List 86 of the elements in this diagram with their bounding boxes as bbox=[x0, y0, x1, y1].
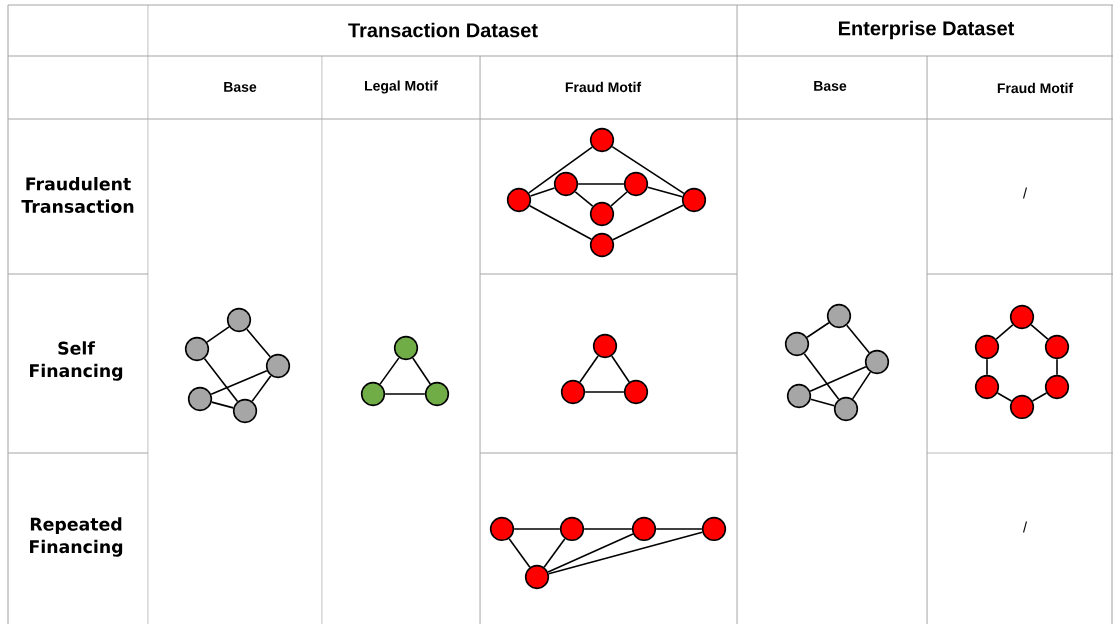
graph-edge bbox=[203, 357, 239, 403]
graph-edge bbox=[528, 205, 593, 240]
graph-edge bbox=[508, 538, 531, 568]
graph-edge bbox=[995, 324, 1014, 340]
column-header: Base bbox=[224, 82, 257, 92]
graph-vertex bbox=[681, 187, 707, 213]
column-header: Transaction Dataset bbox=[348, 22, 538, 38]
graph-vertex bbox=[589, 127, 615, 153]
graph-edge bbox=[1030, 324, 1049, 340]
graph-edge bbox=[547, 531, 704, 575]
graph-vertex bbox=[623, 171, 649, 197]
graph-edge bbox=[1056, 358, 1058, 376]
graph-vertex bbox=[506, 187, 532, 213]
column-header: Enterprise Dataset bbox=[838, 20, 1015, 40]
graph-vertex bbox=[524, 564, 550, 590]
graph-edge bbox=[809, 398, 836, 407]
graph-vertex bbox=[864, 349, 890, 375]
row-header: Self Financing bbox=[30, 341, 123, 381]
graph-vertex bbox=[592, 333, 618, 359]
graph-edge bbox=[845, 324, 871, 354]
graph-edge bbox=[1031, 392, 1048, 402]
graph-vertex bbox=[784, 331, 810, 357]
graph-edge bbox=[210, 369, 268, 396]
graph-edge bbox=[996, 392, 1013, 402]
graph-edge bbox=[610, 191, 628, 207]
graph-edge bbox=[513, 528, 561, 530]
graph-vertex bbox=[701, 516, 727, 542]
graph-vertex bbox=[489, 516, 515, 542]
row-header: Fraudulent Transaction bbox=[21, 177, 134, 213]
graph-edge bbox=[611, 145, 685, 195]
graph-vertex bbox=[265, 353, 291, 379]
graph-edge bbox=[412, 357, 432, 385]
graph-edge bbox=[379, 357, 400, 385]
cell-text: / bbox=[1022, 521, 1028, 533]
graph-edge bbox=[206, 326, 230, 343]
graph-edge bbox=[803, 352, 840, 401]
graph-vertex bbox=[424, 381, 450, 407]
graph-edge bbox=[646, 186, 684, 198]
graph-vertex bbox=[360, 381, 386, 407]
graph-edge bbox=[986, 358, 988, 376]
graph-edge bbox=[577, 183, 625, 185]
graph-vertex bbox=[1009, 394, 1035, 420]
column-header: Fraud Motif bbox=[997, 82, 1074, 94]
graph-vertex bbox=[786, 383, 812, 409]
graph-vertex bbox=[833, 396, 859, 422]
graph-vertex bbox=[232, 398, 258, 424]
graph-edge bbox=[574, 190, 594, 208]
graph-edge bbox=[655, 528, 703, 530]
graph-edge bbox=[809, 366, 867, 392]
graph-vertex bbox=[974, 334, 1000, 360]
column-header: Legal Motif bbox=[365, 80, 438, 94]
graph-edge bbox=[584, 391, 625, 393]
graph-vertex bbox=[623, 379, 649, 405]
graph-vertex bbox=[1044, 334, 1070, 360]
graph-vertex bbox=[184, 336, 210, 362]
graph-vertex bbox=[589, 232, 615, 258]
graph-edge bbox=[579, 355, 599, 383]
graph-edge bbox=[583, 528, 633, 530]
graph-vertex bbox=[187, 386, 213, 412]
graph-vertex bbox=[631, 516, 657, 542]
graph-vertex bbox=[589, 201, 615, 227]
graph-edge bbox=[384, 393, 426, 395]
cell-text: / bbox=[1022, 187, 1028, 199]
graph-vertex bbox=[1009, 304, 1035, 330]
graph-edge bbox=[528, 146, 593, 194]
row-header: Repeated Financing bbox=[30, 517, 123, 557]
column-header: Base bbox=[814, 81, 847, 91]
graph-edge bbox=[806, 321, 830, 339]
graph-vertex bbox=[553, 171, 579, 197]
graph-edge bbox=[251, 374, 272, 402]
graph-vertex bbox=[1044, 374, 1070, 400]
graph-edge bbox=[851, 371, 872, 400]
graph-vertex bbox=[559, 516, 585, 542]
graph-edge bbox=[543, 538, 566, 568]
graph-vertex bbox=[560, 379, 586, 405]
graph-edge bbox=[246, 328, 271, 358]
graph-edge bbox=[210, 401, 235, 409]
graph-vertex bbox=[393, 335, 419, 361]
graph-edge bbox=[529, 187, 556, 197]
graph-edge bbox=[547, 533, 634, 573]
graph-edge bbox=[612, 204, 684, 241]
graph-vertex bbox=[226, 307, 252, 333]
graph-vertex bbox=[826, 303, 852, 329]
graph-vertex bbox=[974, 374, 1000, 400]
column-header: Fraud Motif bbox=[565, 81, 642, 93]
graph-edge bbox=[611, 355, 631, 383]
